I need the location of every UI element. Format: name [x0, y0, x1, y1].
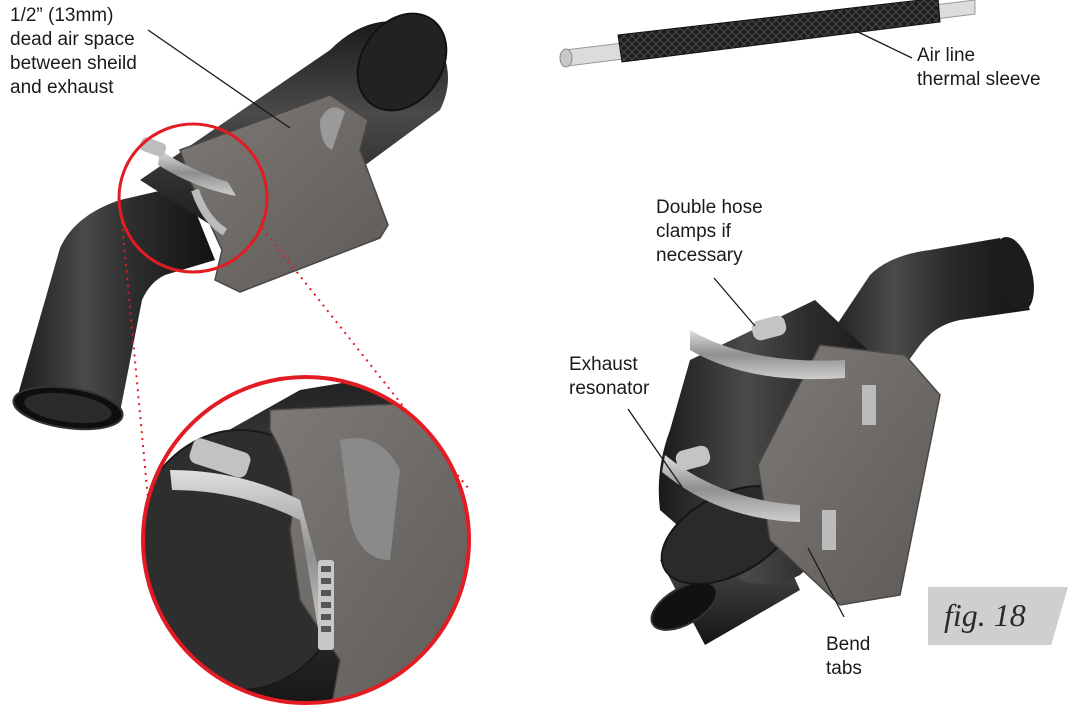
label-line: Exhaust — [569, 354, 638, 375]
label-exhaust-resonator: Exhaust resonator — [569, 353, 649, 401]
leader-resonator — [627, 408, 683, 488]
label-line: Double hose — [656, 197, 763, 218]
label-line: thermal sleeve — [917, 69, 1041, 90]
label-line: clamps if — [656, 221, 731, 242]
figure-tag-background — [928, 587, 1068, 645]
label-line: 1/2” (13mm) — [10, 5, 114, 26]
figure-tag-text: fig. 18 — [944, 597, 1026, 633]
heat-shield-icon — [757, 344, 941, 606]
heat-shield-icon — [179, 94, 389, 293]
zoom-leader-left — [121, 221, 151, 521]
label-line: necessary — [656, 245, 743, 266]
label-line: between sheild — [10, 53, 137, 74]
label-line: and exhaust — [10, 77, 114, 98]
label-bend-tabs: Bend tabs — [826, 633, 870, 681]
right-resonator-assembly — [650, 237, 1034, 645]
leader-air-line — [857, 31, 913, 59]
callout-circle-small — [117, 122, 269, 274]
figure-tag: fig. 18 — [928, 587, 1068, 645]
leader-lines — [147, 29, 913, 618]
leader-bend-tabs — [807, 547, 845, 618]
label-line: Bend — [826, 634, 871, 655]
label-double-hose-clamps: Double hose clamps if necessary — [656, 196, 763, 268]
leader-dead-air — [147, 29, 291, 129]
zoom-detail — [143, 377, 469, 703]
label-dead-air-space: 1/2” (13mm) dead air space between sheil… — [10, 4, 137, 100]
label-line: dead air space — [10, 29, 135, 50]
label-line: tabs — [826, 658, 862, 679]
callout-circle-zoom — [141, 375, 471, 705]
leader-double-clamps — [713, 277, 756, 327]
top-left-exhaust-assembly — [12, 12, 448, 431]
label-line: resonator — [569, 378, 650, 399]
label-air-line-sleeve: Air line thermal sleeve — [917, 44, 1041, 92]
hose-clamp-icon — [662, 315, 876, 550]
hose-clamp-icon — [318, 560, 334, 650]
label-line: Air line — [917, 45, 976, 66]
air-line-sleeve — [559, 0, 976, 68]
